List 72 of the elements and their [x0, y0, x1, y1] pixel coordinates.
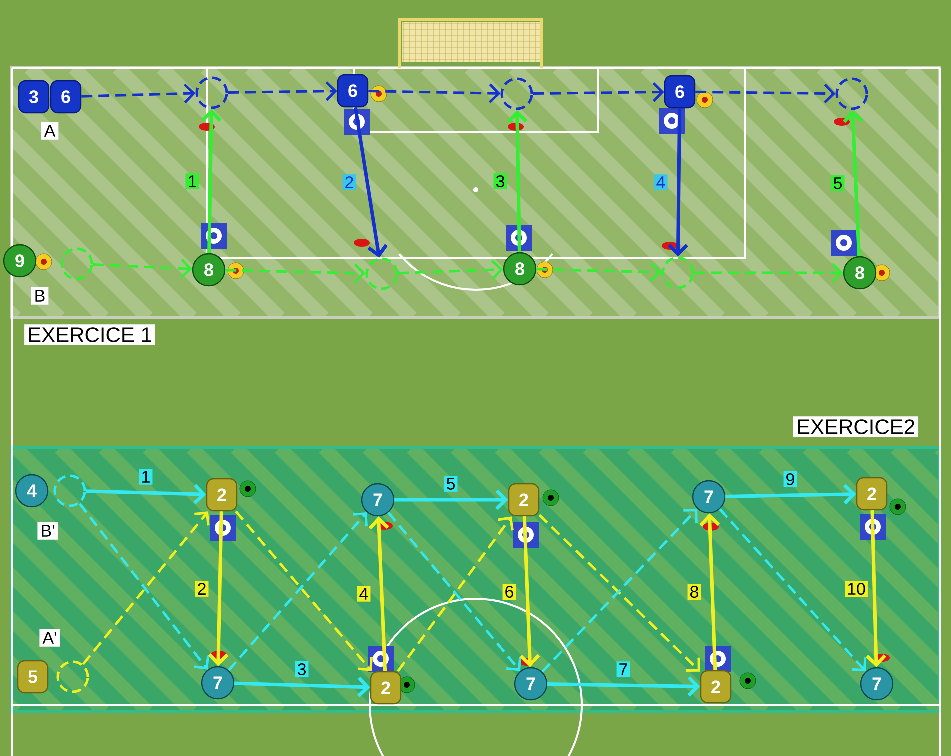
arrow: [520, 516, 540, 668]
arrow: [234, 677, 370, 698]
player-token: 8: [843, 256, 877, 290]
arrow: [201, 109, 222, 254]
arrow: [696, 84, 836, 104]
exercise-label: EXERCICE2: [794, 416, 919, 438]
dashed-circle: [196, 76, 228, 110]
arrow: [86, 484, 206, 505]
edge-label: 4: [654, 174, 668, 190]
arrow: [700, 514, 720, 670]
dashed-circle: [54, 474, 86, 508]
dashed-circle: [662, 256, 694, 290]
arrow: [354, 107, 388, 258]
player-token: 7: [361, 483, 395, 517]
arrow: [226, 264, 366, 284]
player-token: 7: [692, 480, 726, 514]
arrow: [548, 676, 700, 697]
arrow: [228, 81, 338, 102]
dashed-circle: [366, 258, 398, 290]
arrow: [368, 516, 390, 672]
group-label: B': [38, 522, 58, 540]
player-token: 2: [700, 670, 732, 704]
arrow: [208, 512, 229, 666]
arrow: [368, 84, 501, 104]
edge-label: 1: [139, 469, 153, 485]
player-token: 2: [856, 477, 888, 511]
player-token: 8: [192, 253, 226, 287]
player-token: 7: [860, 667, 894, 701]
player-token: 5: [17, 660, 49, 694]
player-token: 2: [206, 478, 238, 512]
arrow: [507, 110, 528, 252]
edge-label: 5: [444, 476, 458, 492]
player-token: 7: [514, 667, 548, 701]
arrow: [533, 82, 664, 102]
player-token: 6: [50, 80, 82, 114]
edge-label: 1: [186, 174, 200, 190]
arrow: [668, 108, 689, 257]
arrow: [694, 263, 844, 283]
dashed-circle: [500, 78, 534, 110]
player-token: 9: [3, 244, 37, 278]
arrow: [866, 510, 887, 668]
arrow: [398, 260, 504, 280]
dashed-circle: [60, 248, 94, 280]
edge-label: 5: [831, 176, 845, 192]
player-token: 6: [664, 75, 696, 109]
edge-label: 7: [616, 662, 630, 678]
player-token: 4: [15, 474, 49, 508]
player-token: 7: [201, 666, 235, 700]
dashed-circle: [56, 660, 90, 694]
edge-label: 2: [195, 581, 209, 597]
arrow: [842, 110, 864, 256]
arrow: [726, 484, 856, 505]
edge-label: 4: [357, 586, 371, 602]
player-token: 3: [18, 80, 50, 114]
player-token: 6: [337, 74, 369, 108]
arrow: [93, 258, 192, 279]
exercise-label: EXERCICE 1: [24, 324, 156, 346]
edge-label: 2: [342, 174, 356, 190]
group-label: B: [31, 287, 49, 305]
edge-label: 10: [845, 581, 868, 598]
arrow: [536, 262, 662, 282]
arrow: [388, 512, 522, 672]
group-label: A: [41, 122, 59, 140]
arrow: [82, 84, 196, 104]
arrow: [394, 490, 508, 510]
arrow: [719, 508, 867, 672]
arrow: [397, 516, 514, 672]
dashed-circle: [836, 78, 868, 110]
player-token: 8: [503, 252, 537, 286]
player-token: 2: [508, 483, 540, 517]
group-label: A': [40, 629, 60, 647]
player-token: 2: [370, 671, 402, 705]
